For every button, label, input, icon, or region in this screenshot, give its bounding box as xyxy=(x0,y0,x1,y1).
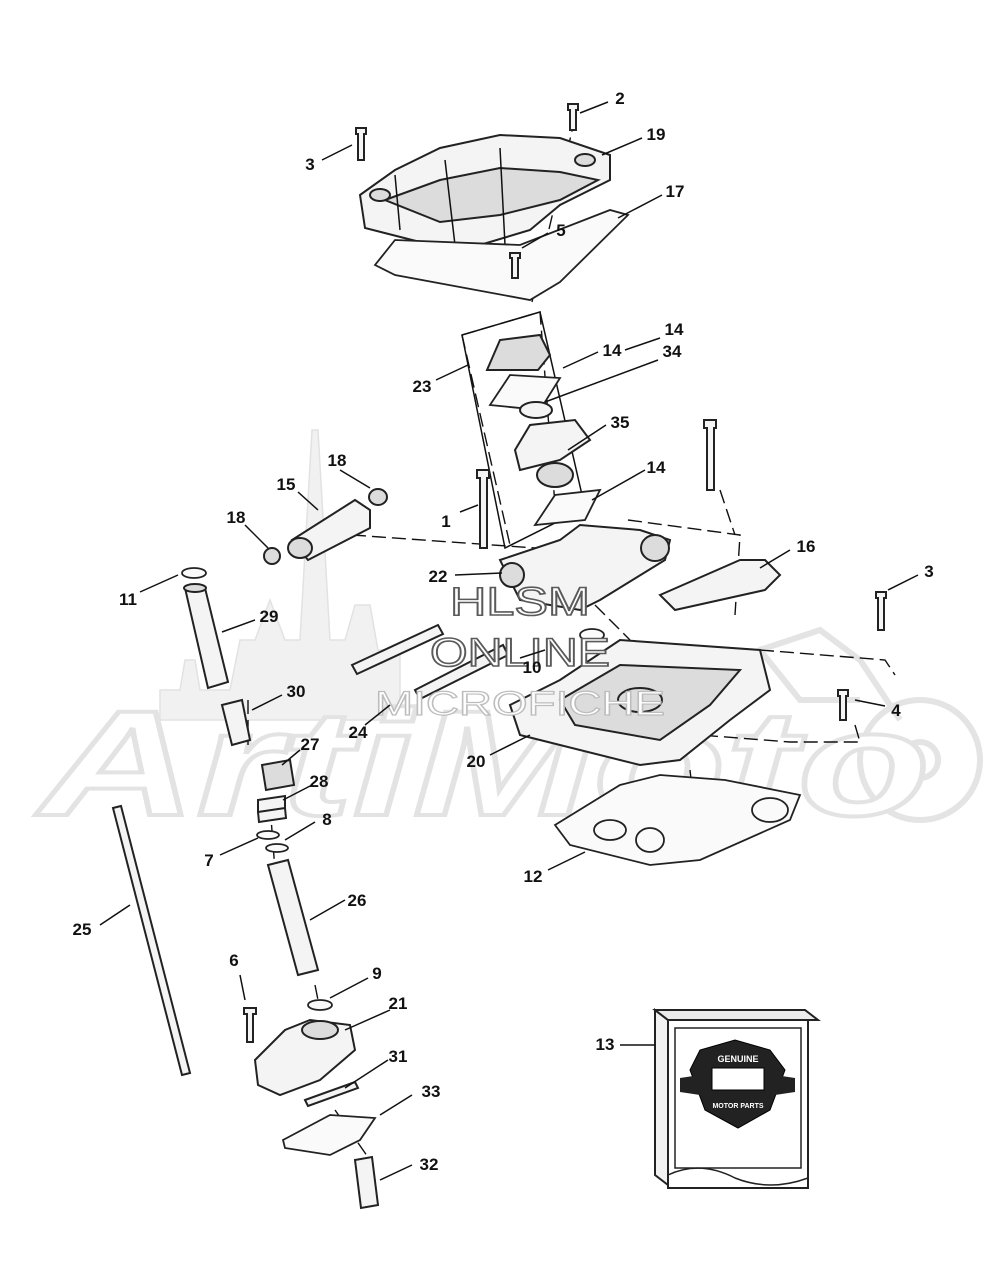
callout-35: 35 xyxy=(611,413,630,432)
leader-lines xyxy=(99,101,919,1181)
callout-7: 7 xyxy=(204,851,213,870)
callout-8: 8 xyxy=(322,810,331,829)
callout-21: 21 xyxy=(389,994,408,1013)
watermark-overlay: HLSM ONLINE MICROFICHE xyxy=(374,579,665,723)
callout-16: 16 xyxy=(797,537,816,556)
callout-26: 26 xyxy=(348,891,367,910)
bolt-6 xyxy=(243,1007,257,1043)
callout-9: 9 xyxy=(372,964,381,983)
breather-assembly-23 xyxy=(461,311,602,550)
rocker-arm-15 xyxy=(263,488,388,565)
callout-5: 5 xyxy=(556,221,565,240)
callout-20: 20 xyxy=(467,752,486,771)
rocker-housing-20 xyxy=(508,638,772,767)
callout-33: 33 xyxy=(422,1082,441,1101)
badge-bottom-text: MOTOR PARTS xyxy=(712,1103,763,1110)
bolts-top xyxy=(355,103,579,279)
callout-12: 12 xyxy=(524,867,543,886)
o-ring-8 xyxy=(265,843,289,853)
callout-3: 3 xyxy=(924,562,933,581)
callout-6: 6 xyxy=(229,951,238,970)
bolt-upper-right xyxy=(703,419,717,491)
rocker-arm-16 xyxy=(658,559,782,612)
cover-30 xyxy=(220,698,252,747)
callout-31: 31 xyxy=(389,1047,408,1066)
cover-gasket-17 xyxy=(373,209,630,301)
callout-34: 34 xyxy=(663,342,682,361)
callout-25: 25 xyxy=(73,920,92,939)
pin-31 xyxy=(303,1080,360,1108)
tappet-cover-21 xyxy=(253,1018,357,1097)
callout-14: 14 xyxy=(665,320,684,339)
bolt-3-right xyxy=(875,591,887,631)
spring-28 xyxy=(256,794,288,824)
callout-18: 18 xyxy=(328,451,347,470)
watermark-skyline xyxy=(159,429,401,721)
callout-27: 27 xyxy=(301,735,320,754)
gasket-33 xyxy=(281,1114,377,1156)
callout-18: 18 xyxy=(227,508,246,527)
callout-15: 15 xyxy=(277,475,296,494)
callout-labels: 1233456789101112131414141516171818192021… xyxy=(73,89,934,1174)
callout-24: 24 xyxy=(349,723,368,742)
callout-30: 30 xyxy=(287,682,306,701)
callout-17: 17 xyxy=(666,182,685,201)
callout-13: 13 xyxy=(596,1035,615,1054)
callout-1: 1 xyxy=(441,512,450,531)
bolt-1 xyxy=(476,469,490,549)
callout-19: 19 xyxy=(647,125,666,144)
spring-cap-27 xyxy=(260,758,296,792)
watermark-line3: MICROFICHE xyxy=(375,685,665,723)
bolt-4 xyxy=(837,689,849,721)
rocker-cover-19 xyxy=(358,133,611,250)
callout-10: 10 xyxy=(523,658,542,677)
kit-box-13: GENUINE MOTOR PARTS xyxy=(652,1007,821,1189)
o-ring-9 xyxy=(307,999,333,1011)
callout-2: 2 xyxy=(615,89,624,108)
rocker-support-22 xyxy=(498,523,672,612)
parts-layer: GENUINE MOTOR PARTS xyxy=(111,103,887,1210)
lifter-32 xyxy=(353,1155,380,1210)
callout-23: 23 xyxy=(413,377,432,396)
watermark-line2: ONLINE xyxy=(430,631,610,675)
lower-gasket-12 xyxy=(553,774,802,866)
callout-22: 22 xyxy=(429,567,448,586)
o-ring-10 xyxy=(579,628,605,642)
callout-11: 11 xyxy=(119,590,137,609)
callout-3: 3 xyxy=(305,155,314,174)
o-ring-7 xyxy=(256,830,280,840)
pushrods-24 xyxy=(350,623,510,701)
pushrod-cover-29 xyxy=(181,567,230,690)
callout-14: 14 xyxy=(647,458,666,477)
callout-4: 4 xyxy=(891,701,901,720)
callout-29: 29 xyxy=(260,607,279,626)
watermark-line1: HLSM xyxy=(450,580,590,624)
callout-32: 32 xyxy=(420,1155,439,1174)
badge-top-text: GENUINE xyxy=(717,1054,758,1064)
callout-14: 14 xyxy=(603,341,622,360)
callout-28: 28 xyxy=(310,772,329,791)
pushrod-25 xyxy=(111,804,192,1077)
genuine-motor-parts-logo: GENUINE MOTOR PARTS xyxy=(680,1039,795,1129)
pushrod-cover-26 xyxy=(266,858,320,977)
